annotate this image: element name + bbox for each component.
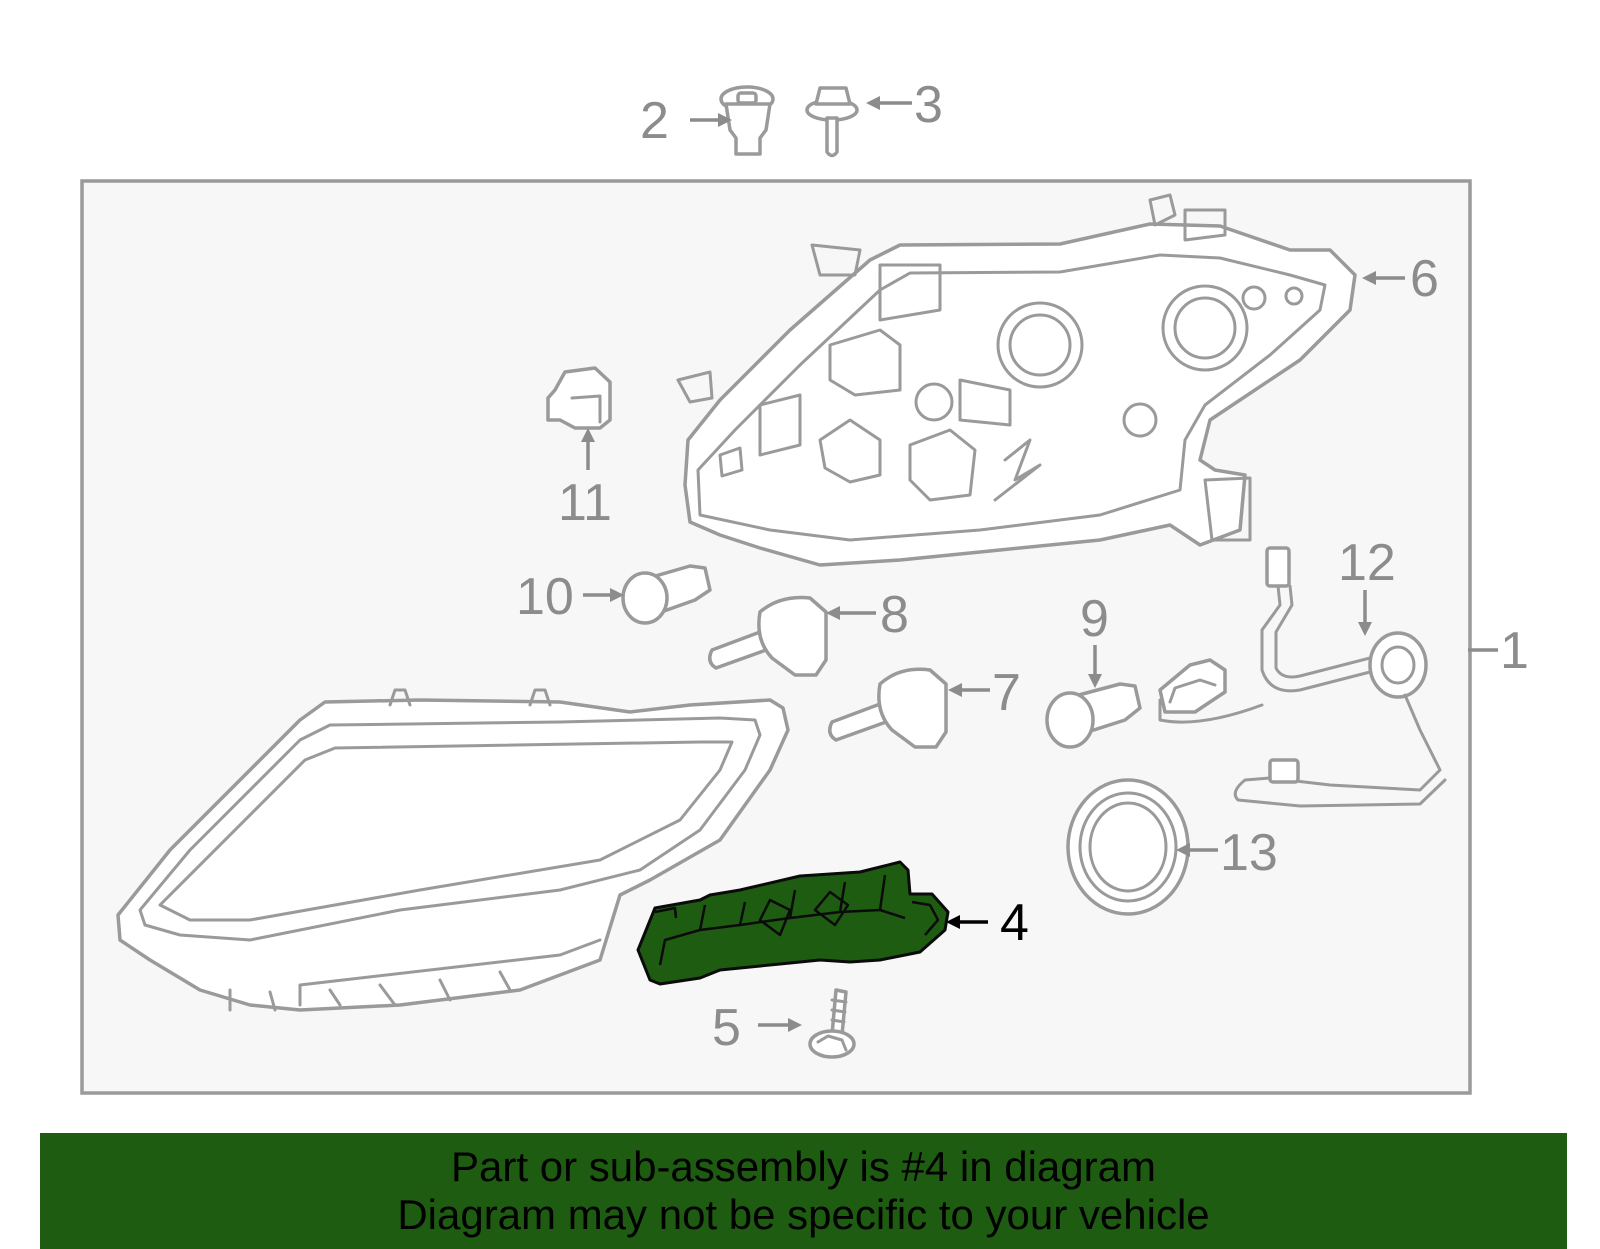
callout-12: 12 [1338, 534, 1396, 592]
callout-11: 11 [558, 474, 612, 532]
callout-1: 1 [1500, 622, 1529, 680]
callout-4: 4 [1000, 894, 1029, 952]
part-9-bulb[interactable] [1045, 682, 1142, 749]
part-11-connector[interactable] [546, 366, 612, 430]
part-4-bracket-highlighted[interactable] [636, 860, 950, 986]
info-banner: Part or sub-assembly is #4 in diagram Di… [40, 1133, 1567, 1249]
callout-8: 8 [880, 586, 909, 644]
part-10-bulb[interactable] [621, 564, 712, 625]
callout-6: 6 [1410, 250, 1439, 308]
callout-7: 7 [992, 664, 1021, 722]
part-13-grommet[interactable] [1066, 778, 1190, 916]
part-12-wiring-harness[interactable] [1158, 546, 1447, 808]
banner-line-2: Diagram may not be specific to your vehi… [397, 1191, 1210, 1238]
callout-3: 3 [914, 76, 943, 134]
callout-9: 9 [1080, 590, 1109, 648]
banner-line-1: Part or sub-assembly is #4 in diagram [451, 1143, 1156, 1190]
callout-arrows [581, 96, 1498, 1032]
part-3-bolt[interactable] [805, 86, 859, 158]
part-7-bulb[interactable] [828, 667, 948, 749]
callout-13: 13 [1220, 824, 1278, 882]
part-6-headlamp-housing[interactable] [676, 193, 1357, 567]
part-5-screw[interactable] [808, 988, 856, 1059]
part-8-bulb[interactable] [708, 595, 828, 677]
callout-10: 10 [516, 568, 574, 626]
part-2-clip[interactable] [719, 85, 775, 156]
callout-5: 5 [712, 999, 741, 1057]
lens-assembly [116, 688, 790, 1012]
callout-2: 2 [640, 92, 669, 150]
